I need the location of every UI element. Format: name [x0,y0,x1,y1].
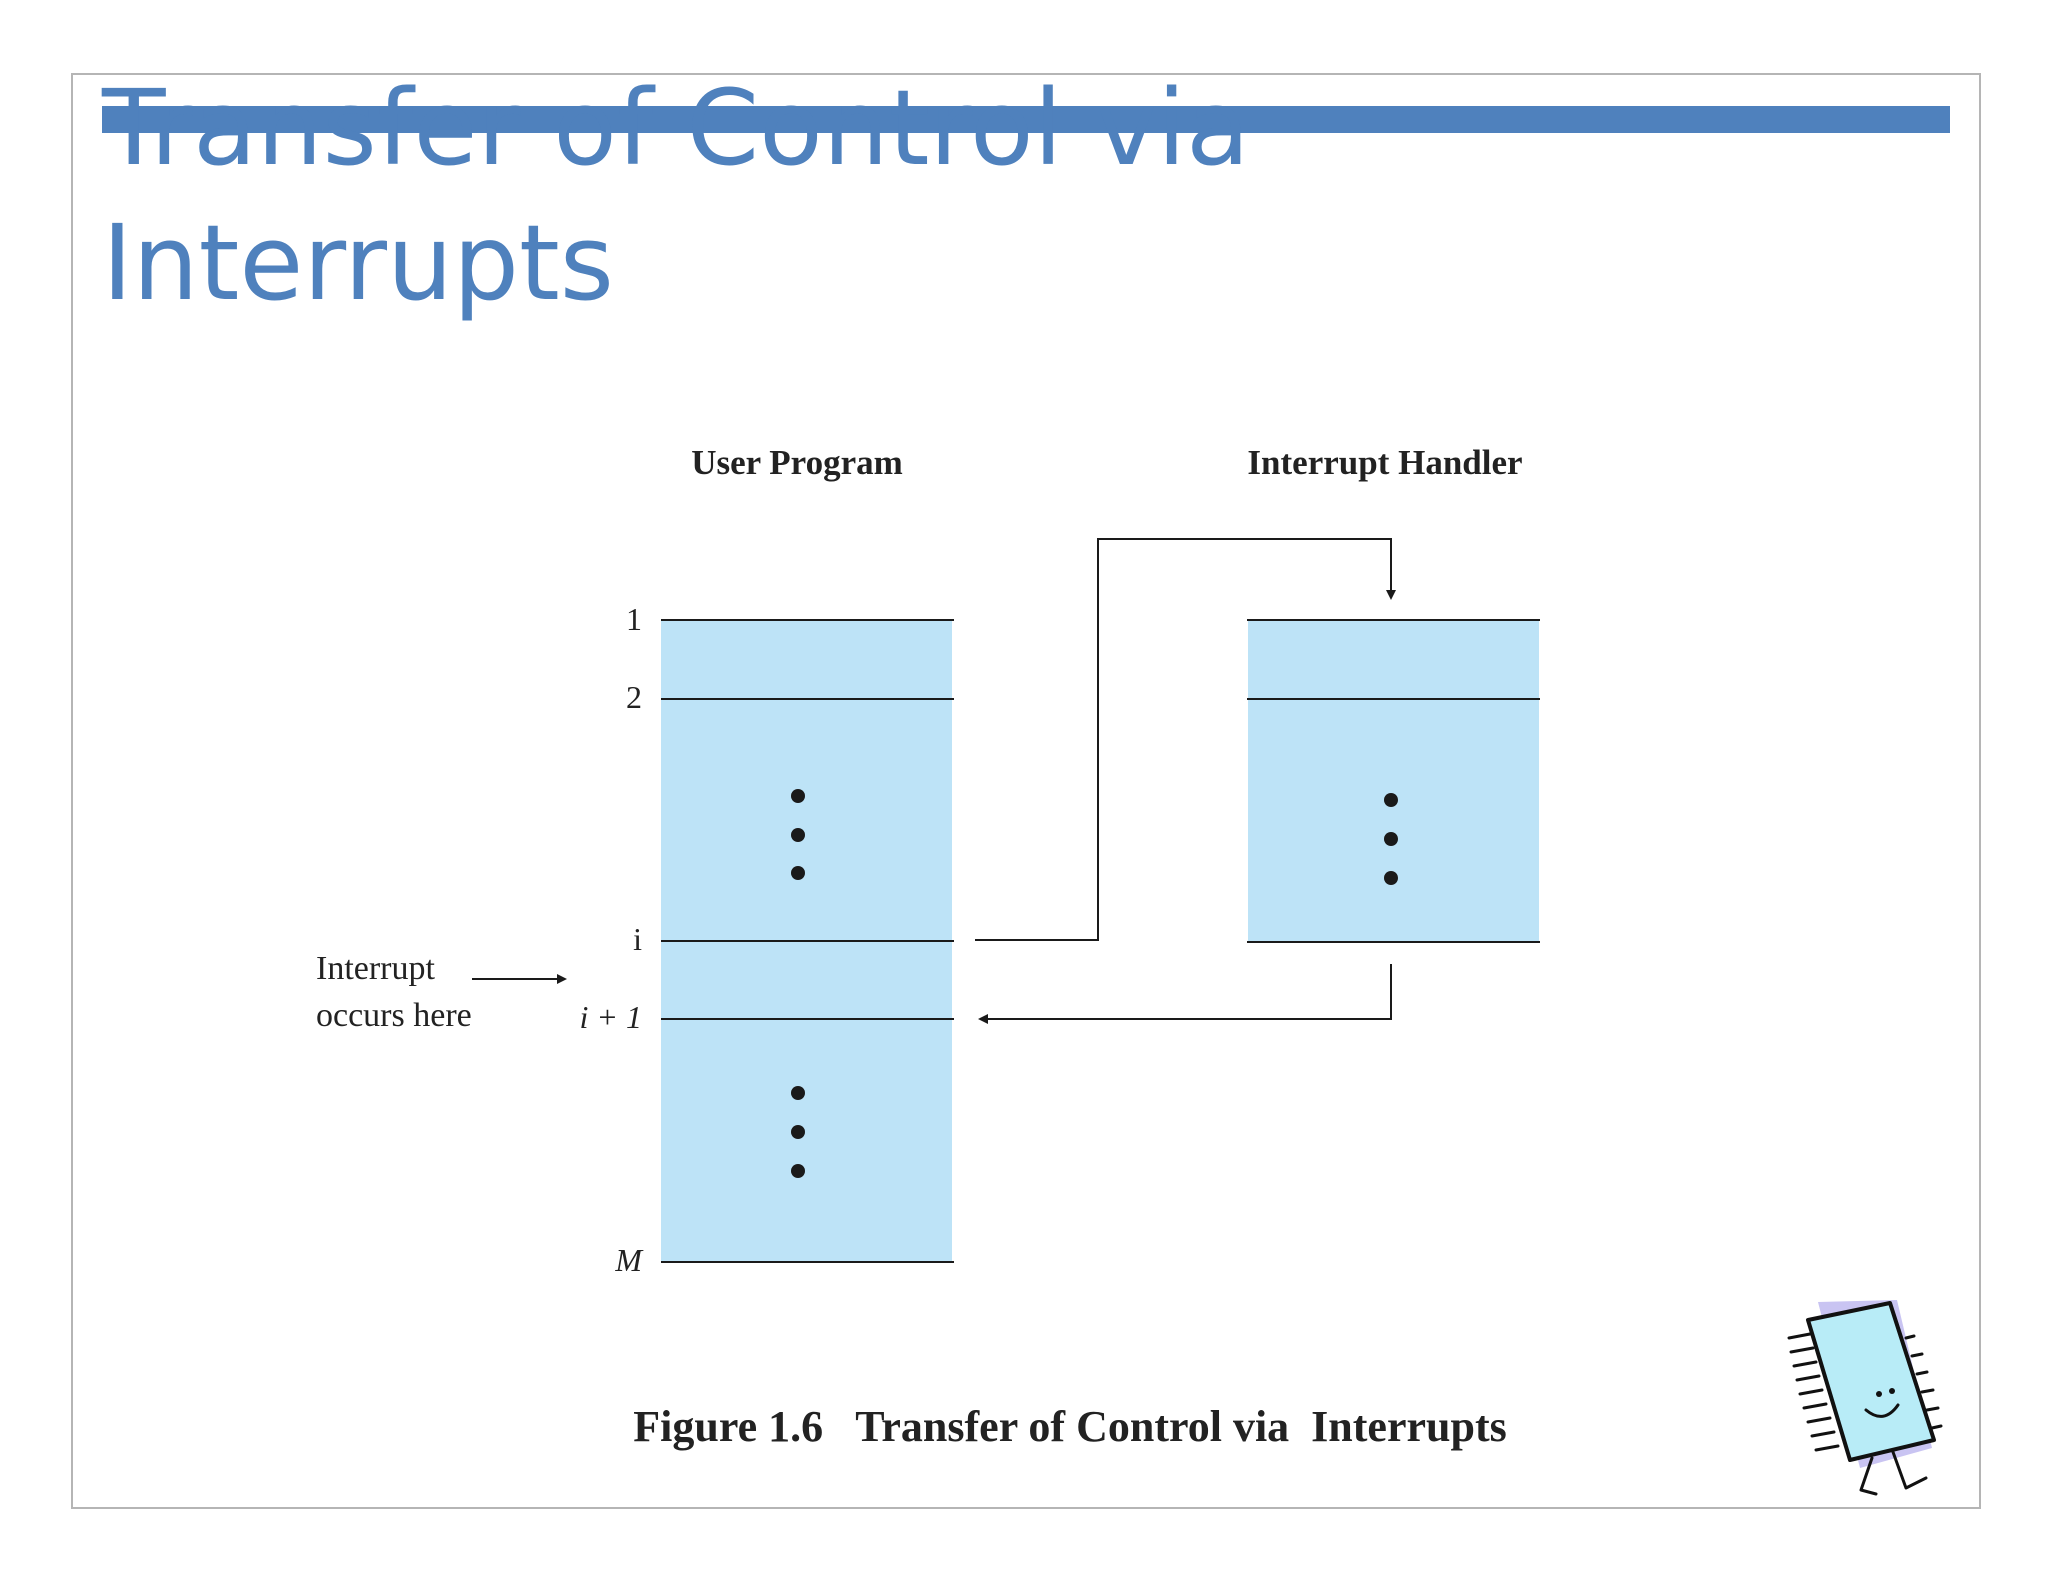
slide-frame [71,73,1981,1509]
return-to-program-arrow [978,964,1392,1024]
row-label-1: 1 [626,601,642,637]
row-label-i-plus-1: i + 1 [580,999,642,1035]
user-program-label: User Program [691,443,903,482]
interrupt-note-line-1: Interrupt [316,950,436,987]
slide-title-line-1: Transfer of Control via [102,67,1250,189]
handler-ellipsis-icon [1384,793,1398,885]
jump-to-handler-arrow [975,538,1396,941]
row-label-2: 2 [626,679,642,715]
slide-title-line-2: Interrupts [102,202,614,324]
chip-character-icon [1787,1300,1943,1496]
row-label-i: i [633,921,642,957]
interrupt-handler-label: Interrupt Handler [1247,443,1522,482]
title-accent-bar [102,106,1950,133]
user-program-upper-ellipsis-icon [791,789,805,880]
figure-caption: Figure 1.6 Transfer of Control via Inter… [633,1402,1506,1451]
row-label-m: M [614,1242,644,1278]
interrupt-handler-block [1247,619,1540,943]
interrupt-handler-fill [1248,620,1539,942]
user-program-block [661,619,954,1263]
interrupt-note-line-2: occurs here [316,997,472,1034]
slide-title: Transfer of Control via Interrupts [102,67,1502,331]
user-program-lower-ellipsis-icon [791,1086,805,1178]
